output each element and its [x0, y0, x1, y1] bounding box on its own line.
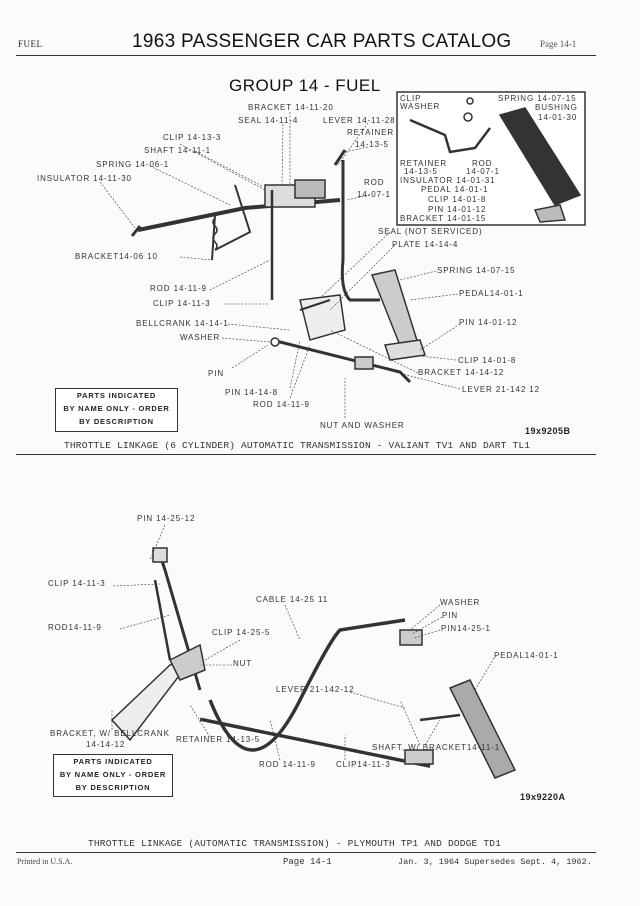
- label-rod: ROD: [364, 178, 385, 187]
- label-washer: WASHER: [440, 598, 481, 607]
- label-retainer: RETAINER: [347, 128, 395, 137]
- parts-note-line: BY NAME ONLY - ORDER: [63, 404, 170, 413]
- inset-label-retainer: RETAINER: [400, 159, 448, 168]
- footer-date: Jan. 3, 1964 Supersedes Sept. 4, 1962.: [398, 857, 592, 867]
- label-pin: PIN: [208, 369, 225, 378]
- inset-diagram-box: [396, 91, 586, 226]
- footer-page: Page 14-1: [283, 857, 332, 867]
- label-retainer-number: 14-13-5: [355, 140, 389, 149]
- parts-note-line: BY NAME ONLY - ORDER: [59, 770, 167, 779]
- figure1-caption: THROTTLE LINKAGE (6 CYLINDER) AUTOMATIC …: [64, 440, 531, 451]
- group-title: GROUP 14 - FUEL: [229, 76, 381, 95]
- label-plate-14-14-4: PLATE 14-14-4: [392, 240, 459, 249]
- footer-rule: [16, 852, 596, 853]
- label-pin-14-25-12: PIN 14-25-12: [137, 514, 196, 523]
- label-clip-14-01-8: CLIP 14-01-8: [458, 356, 517, 365]
- label-pin-14-25-1: PIN14-25-1: [441, 624, 491, 633]
- label-rod-14-11-9: ROD14-11-9: [48, 623, 102, 632]
- inset-label-pin: PIN 14-01-12: [428, 205, 487, 214]
- label-bracket-bellcrank-number: 14-14-12: [86, 740, 126, 749]
- leader-lines-2: [111, 524, 495, 761]
- label-clip-14-13-3: CLIP 14-13-3: [163, 133, 222, 142]
- parts-note-line: PARTS INDICATED: [73, 757, 153, 766]
- label-insulator-14-11-30: INSULATOR 14-11-30: [37, 174, 132, 183]
- figure1-drawing: [99, 91, 586, 418]
- figure2-number: 19x9220A: [520, 792, 566, 802]
- header-page: Page 14-1: [540, 39, 577, 49]
- label-nut: NUT: [233, 659, 253, 668]
- inset-label-bushing: BUSHING: [535, 103, 578, 112]
- inset-label-retainer-number: 14-13-5: [404, 167, 438, 176]
- label-retainer-14-13-5: RETAINER 14-13-5: [176, 735, 261, 744]
- parts-note-box-1: PARTS INDICATED BY NAME ONLY - ORDER BY …: [55, 388, 178, 432]
- inset-label-bracket: BRACKET 14-01-15: [400, 214, 487, 223]
- label-seal-not-serviced: SEAL (NOT SERVICED): [378, 227, 483, 236]
- label-pin-14-14-8: PIN 14-14-8: [225, 388, 279, 397]
- label-clip-14-11-3: CLIP 14-11-3: [48, 579, 106, 588]
- parts-note-line: BY DESCRIPTION: [79, 417, 154, 426]
- header-rule: [16, 55, 596, 56]
- parts-note-line: PARTS INDICATED: [76, 391, 157, 400]
- inset-label-pedal: PEDAL 14-01-1: [421, 185, 489, 194]
- bellcrank-bracket-art: [110, 547, 206, 742]
- inset-label-washer: WASHER: [400, 102, 441, 111]
- label-cable-14-25-11: CABLE 14-25 11: [256, 595, 329, 604]
- label-bellcrank-14-14-1: BELLCRANK 14-14-1: [136, 319, 229, 328]
- parts-note-line: BY DESCRIPTION: [75, 783, 151, 792]
- parts-note-box-2: PARTS INDICATED BY NAME ONLY - ORDER BY …: [53, 754, 173, 797]
- label-lever-14-11-28: LEVER 14-11-28: [323, 116, 396, 125]
- label-spring-14-06-1: SPRING 14-06-1: [96, 160, 170, 169]
- figure2-caption: THROTTLE LINKAGE (AUTOMATIC TRANSMISSION…: [88, 838, 502, 849]
- label-clip-14-11-3: CLIP 14-11-3: [153, 299, 211, 308]
- figure1-rule: [16, 454, 596, 455]
- label-bracket-14-14-12: BRACKET 14-14-12: [418, 368, 505, 377]
- footer-printed: Printed in U.S.A.: [17, 857, 73, 866]
- label-rod-14-11-9: ROD 14-11-9: [150, 284, 207, 293]
- label-bracket-14-11-20: BRACKET 14-11-20: [248, 103, 334, 112]
- throttle-shaft-art: [130, 149, 380, 302]
- label-rod-number: 14-07-1: [357, 190, 391, 199]
- label-pedal-14-01-1: PEDAL14-01-1: [459, 289, 524, 298]
- label-rod-14-11-9-lower: ROD 14-11-9: [253, 400, 310, 409]
- label-pedal-14-01-1: PEDAL14-01-1: [494, 651, 559, 660]
- inset-label-bushing-number: 14-01-30: [538, 113, 578, 122]
- label-pin-14-01-12: PIN 14-01-12: [459, 318, 518, 327]
- inset-label-insulator: INSULATOR 14-01-31: [400, 176, 496, 185]
- leader-lines: [99, 112, 461, 418]
- label-nut-and-washer: NUT AND WASHER: [320, 421, 405, 430]
- label-pin: PIN: [442, 611, 459, 620]
- header-section: FUEL: [18, 39, 43, 49]
- label-lever-21-142-12: LEVER 21-142 12: [462, 385, 540, 394]
- label-bracket-14-06-10: BRACKET14-06 10: [75, 252, 158, 261]
- label-washer: WASHER: [180, 333, 221, 342]
- catalog-title: 1963 PASSENGER CAR PARTS CATALOG: [132, 31, 512, 52]
- inset-label-clip: CLIP: [400, 94, 422, 103]
- pedal-art: [370, 269, 426, 361]
- label-rod-14-11-9-lower: ROD 14-11-9: [259, 760, 316, 769]
- label-lever-21-142-12: LEVER 21-142-12: [276, 685, 355, 694]
- label-shaft-bracket: SHAFT, W/ BRACKET14-11-1: [372, 743, 501, 752]
- inset-label-clip-14-01-8: CLIP 14-01-8: [428, 195, 487, 204]
- cable-and-rod-art: [199, 618, 434, 770]
- figure1-number: 19x9205B: [525, 426, 571, 436]
- inset-label-rod-number: 14-07-1: [466, 167, 500, 176]
- label-spring-14-07-15: SPRING 14-07-15: [437, 266, 516, 275]
- label-shaft-14-11-1: SHAFT 14-11-1: [144, 146, 211, 155]
- bellcrank-art: [270, 294, 412, 384]
- inset-label-spring: SPRING 14-07-15: [498, 94, 577, 103]
- inset-label-rod: ROD: [472, 159, 493, 168]
- label-clip-14-11-3-lower: CLIP14-11-3: [336, 760, 391, 769]
- label-bracket-bellcrank: BRACKET, W/ BELLCRANK: [50, 729, 170, 738]
- label-seal-14-11-4: SEAL 14-11-4: [238, 116, 299, 125]
- label-clip-14-25-5: CLIP 14-25-5: [212, 628, 271, 637]
- pedal-art: [399, 629, 517, 779]
